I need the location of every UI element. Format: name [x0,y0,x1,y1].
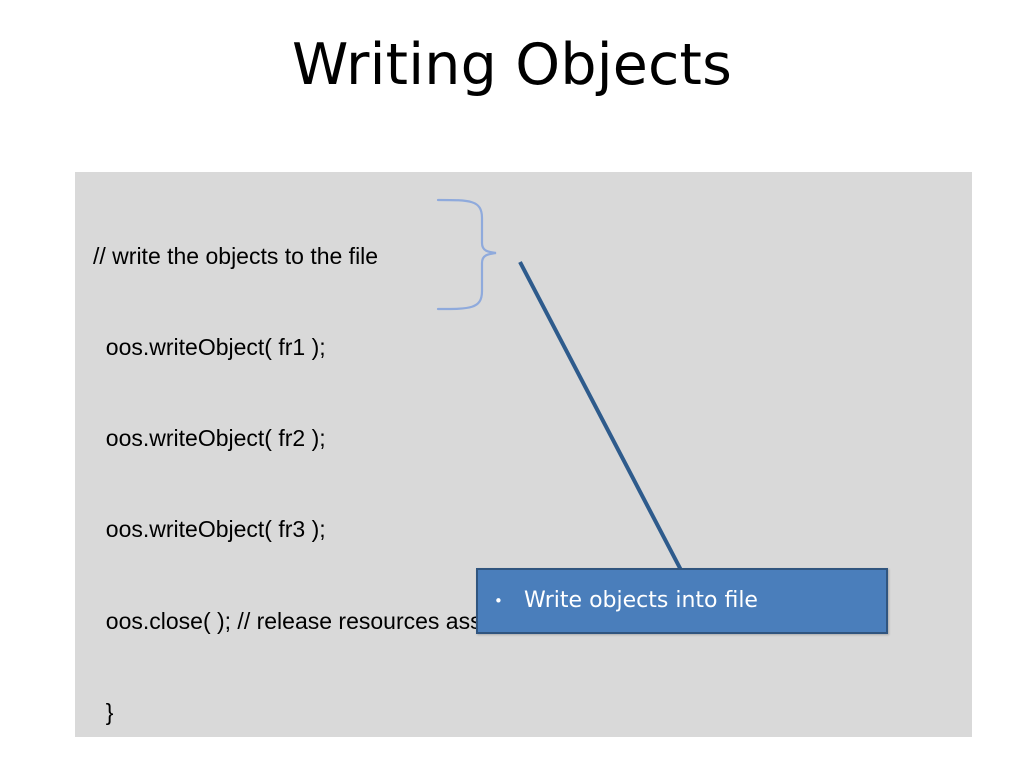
code-text-block: // write the objects to the file oos.wri… [93,180,756,768]
callout-label: Write objects into file [524,587,758,613]
page-title: Writing Objects [291,32,733,98]
code-line: // write the objects to the file [93,242,379,269]
code-line: } [93,698,114,725]
code-line: oos.writeObject( fr3 ); [93,516,326,543]
callout-box[interactable]: • Write objects into file [476,568,888,634]
code-line: oos.writeObject( fr1 ); [93,334,326,361]
code-line: oos.writeObject( fr2 ); [93,425,326,452]
bullet-icon: • [494,591,503,610]
code-panel: // write the objects to the file oos.wri… [75,172,972,737]
